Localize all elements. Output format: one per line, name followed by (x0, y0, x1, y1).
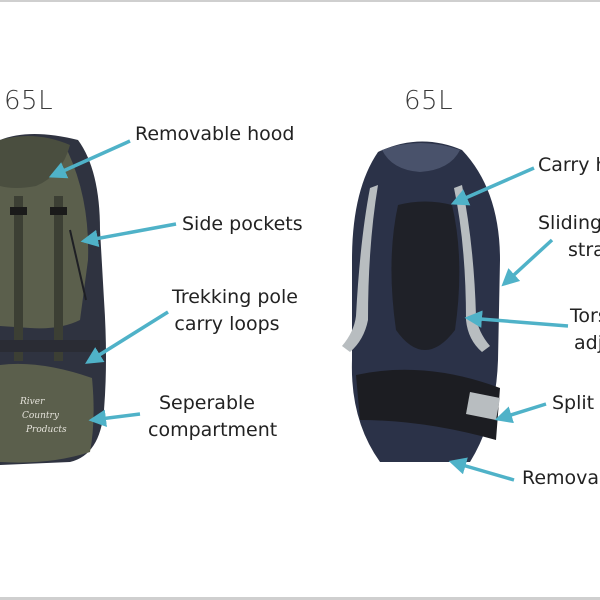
left-capacity-label: 65L (4, 86, 54, 116)
right-pack-left-shoulder-strap (342, 185, 378, 352)
label-removable-hood: Removable hood (135, 123, 295, 145)
arrow-sliding-straps (501, 238, 554, 287)
right-pack-right-shoulder-strap (454, 185, 490, 352)
arrow-separable (88, 409, 141, 427)
label-separable-line2: compartment (148, 419, 278, 441)
label-torso-line2: adj (574, 332, 600, 354)
left-pack-side-zip (69, 229, 87, 301)
left-pack-belt (0, 340, 100, 352)
arrow-split (494, 402, 547, 424)
left-pack-strap-1 (14, 196, 23, 361)
right-pack-hip-fin-right (466, 392, 500, 420)
right-pack-top (382, 143, 460, 172)
label-trekking-pole-line2: carry loops (174, 313, 280, 335)
left-pack-bottom-pocket (0, 363, 94, 463)
callout-arrows (48, 139, 569, 482)
arrow-removable-bottom (448, 457, 515, 482)
svg-text:Country: Country (22, 411, 60, 421)
bottom-border (0, 597, 600, 600)
label-torso-line1: Tors (570, 305, 600, 327)
river-country-logo: River Country Products (19, 397, 67, 435)
left-pack-buckle-1 (10, 207, 27, 215)
arrow-trekking-pole (85, 310, 169, 364)
right-capacity-label: 65L (404, 86, 454, 116)
arrow-carry-handle (450, 166, 535, 206)
svg-text:River: River (19, 397, 45, 407)
label-split: Split v (552, 392, 600, 414)
label-separable-compartment: Seperable compartment (148, 390, 278, 444)
label-sliding-line2: stra (568, 239, 600, 261)
arrow-removable-hood (48, 139, 131, 179)
arrow-side-pockets (80, 222, 177, 248)
label-removable-bottom: Removab (522, 467, 600, 489)
label-separable-line1: Seperable (159, 392, 255, 414)
top-border (0, 0, 600, 2)
arrow-torso (464, 310, 569, 328)
label-trekking-pole-line1: Trekking pole (172, 286, 298, 308)
label-carry-handle: Carry ha (538, 154, 600, 176)
label-trekking-pole: Trekking pole carry loops (172, 284, 298, 338)
label-side-pockets: Side pockets (182, 213, 303, 235)
left-pack-strap-2 (54, 196, 63, 361)
right-backpack-image (342, 141, 500, 462)
right-pack-back-panel (391, 201, 460, 350)
left-pack-buckle-2 (50, 207, 67, 215)
right-pack-hip-belt (356, 369, 500, 440)
label-sliding-line1: Sliding c (538, 212, 600, 234)
svg-text:Products: Products (25, 425, 67, 435)
